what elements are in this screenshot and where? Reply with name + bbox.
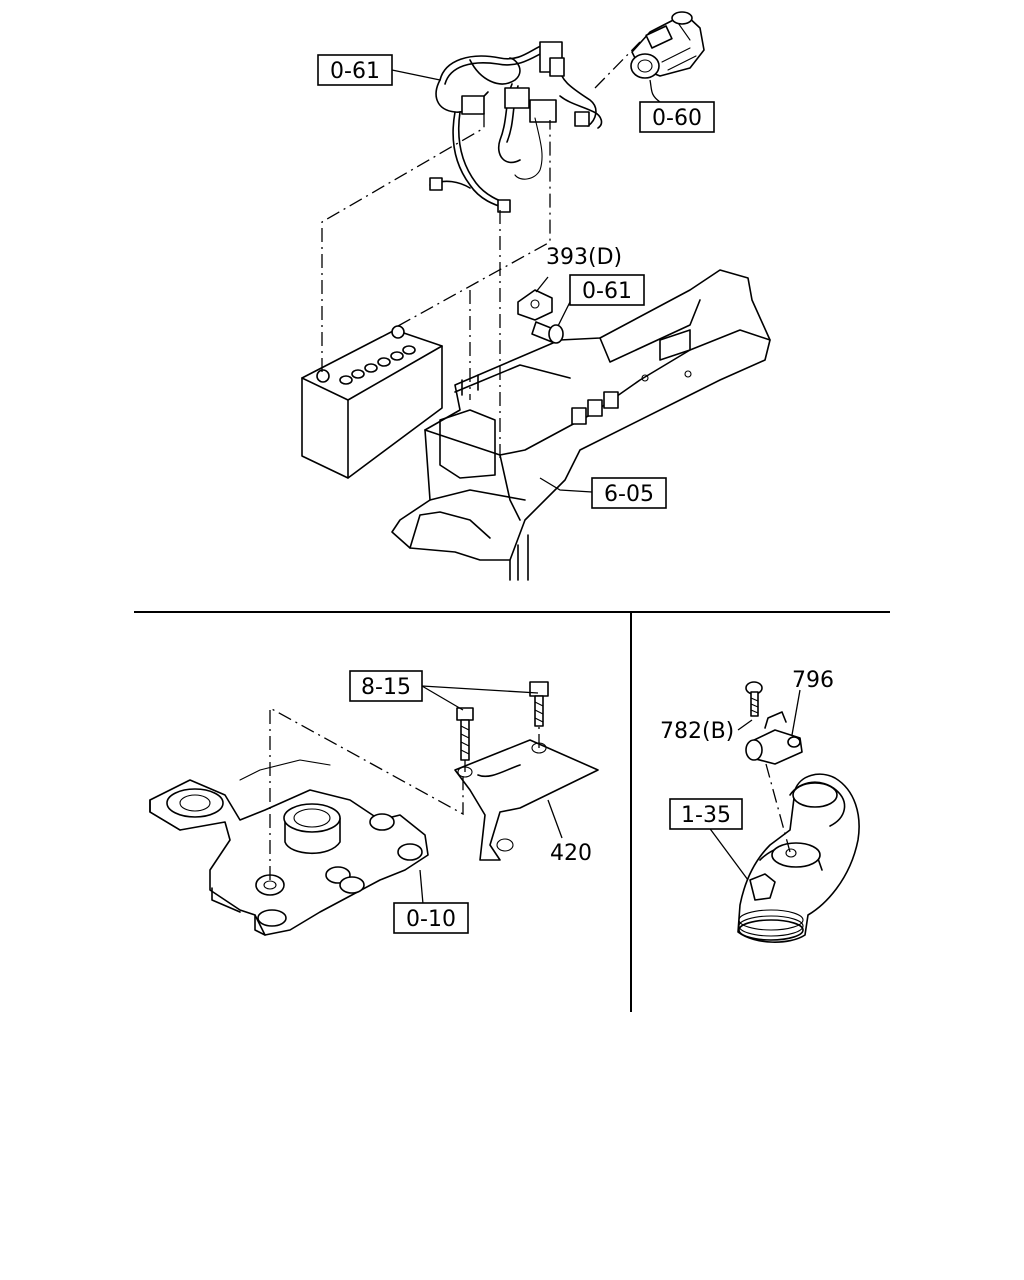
callout-starter: 0-60	[639, 101, 715, 133]
thermostat-housing	[149, 759, 429, 936]
callout-duct-135-text: 1-35	[681, 803, 731, 828]
bolt-8-15-b	[529, 681, 549, 727]
bracket-393	[517, 289, 553, 321]
callout-screw-782-text: 782(B)	[660, 719, 734, 744]
callout-cover-010: 0-10	[393, 902, 469, 934]
alignment-lines-top	[321, 41, 641, 458]
alignment-lines-bottom-left	[269, 706, 540, 880]
callout-bracket-420-text: 420	[550, 841, 592, 866]
callout-harness-top: 0-61	[317, 54, 393, 86]
screw-782	[745, 681, 763, 717]
callout-sensor-796-text: 796	[792, 668, 834, 693]
leader-lines	[391, 69, 801, 905]
callout-bracket-393-text: 393(D)	[546, 245, 622, 270]
callout-frame-text: 6-05	[604, 482, 654, 507]
air-duct	[737, 773, 860, 943]
bracket-420	[454, 739, 599, 861]
callout-cover-010-text: 0-10	[406, 907, 456, 932]
callout-bolt-061: 0-61	[569, 274, 645, 306]
callout-bolt-061-text: 0-61	[582, 279, 632, 304]
callout-screw-782: 782(B)	[660, 719, 734, 744]
starter-motor	[630, 11, 705, 79]
callout-starter-text: 0-60	[652, 106, 702, 131]
callout-bracket-393: 393(D)	[546, 245, 622, 270]
battery-frame	[391, 269, 771, 581]
sensor-796	[745, 711, 803, 765]
wiring-harness	[429, 41, 603, 213]
callout-bolts-815-text: 8-15	[361, 675, 411, 700]
battery	[301, 325, 443, 479]
callout-sensor-796: 796	[792, 668, 834, 693]
callout-harness-top-text: 0-61	[330, 59, 380, 84]
alignment-line-sensor	[765, 763, 791, 853]
bolt-8-15-a	[456, 707, 474, 761]
callout-bolts-815: 8-15	[349, 670, 423, 702]
callout-duct-135: 1-35	[669, 798, 743, 830]
bolt-0-61	[531, 321, 564, 344]
callout-bracket-420: 420	[550, 841, 592, 866]
callout-frame: 6-05	[591, 477, 667, 509]
